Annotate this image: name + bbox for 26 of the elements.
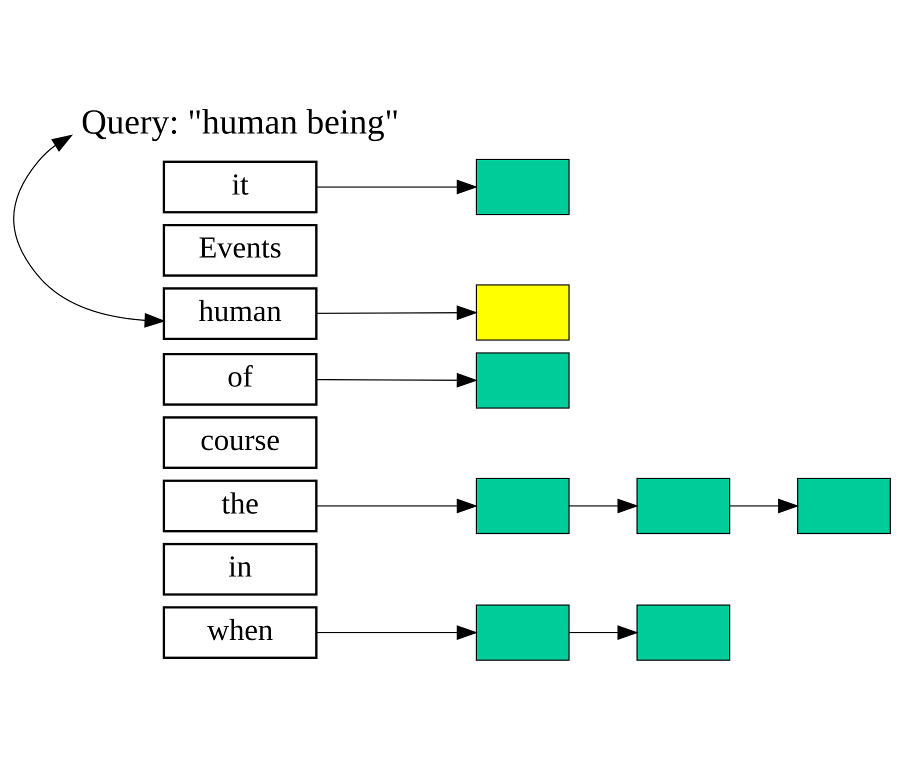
node-box: human [162,287,318,340]
arrow [729,498,799,514]
node-box: course [162,416,318,470]
arrow [316,372,478,388]
arrow [568,625,638,640]
node-box: when [162,606,318,659]
arrow [12,134,166,328]
node-box [475,284,570,341]
node-box: in [162,542,318,596]
node-box [475,604,570,661]
node-box [475,352,570,409]
arrow [316,498,478,514]
arrow [316,625,478,640]
node-box: the [162,480,318,532]
node-box: it [162,160,318,214]
arrow [316,305,478,320]
arrow [568,498,638,514]
node-box: of [162,352,318,406]
node-box [475,158,570,216]
node-box: Events [162,224,318,277]
node-box [636,604,730,661]
arrow [316,180,478,194]
node-box [796,478,890,534]
node-text: Query: "human being" [80,102,398,142]
node-box [475,478,570,534]
node-box [636,478,730,534]
